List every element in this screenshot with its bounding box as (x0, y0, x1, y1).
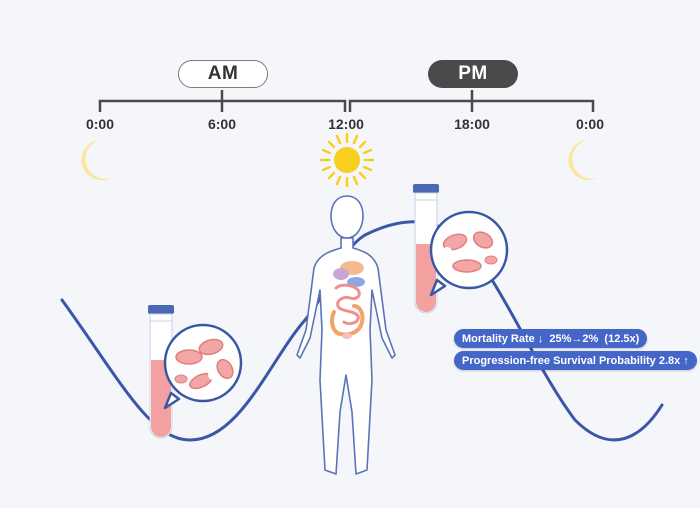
am-label: AM (178, 60, 268, 88)
blood-cell-magnifier-icon (163, 323, 243, 410)
moon-icon (81, 140, 110, 180)
pm-label: PM (428, 60, 518, 88)
tick-label-0600: 6:00 (207, 116, 237, 132)
tick-label-2400: 0:00 (575, 116, 605, 132)
human-body-icon (296, 195, 396, 475)
moon-icon (568, 140, 597, 180)
blood-cell-magnifier-icon (429, 210, 509, 297)
pfs-probability-badge: Progression-free Survival Probability 2.… (454, 351, 697, 370)
tick-label-1800: 18:00 (454, 116, 490, 132)
am-bracket (98, 90, 347, 112)
circadian-curve (60, 220, 664, 442)
sun-icon (319, 132, 375, 188)
timeline-bracket (98, 90, 595, 112)
tick-label-0000: 0:00 (85, 116, 115, 132)
pm-bracket (348, 90, 595, 112)
tick-label-1200: 12:00 (328, 116, 364, 132)
mortality-rate-badge: Mortality Rate ↓ 25%→2% (12.5x) (454, 329, 648, 348)
